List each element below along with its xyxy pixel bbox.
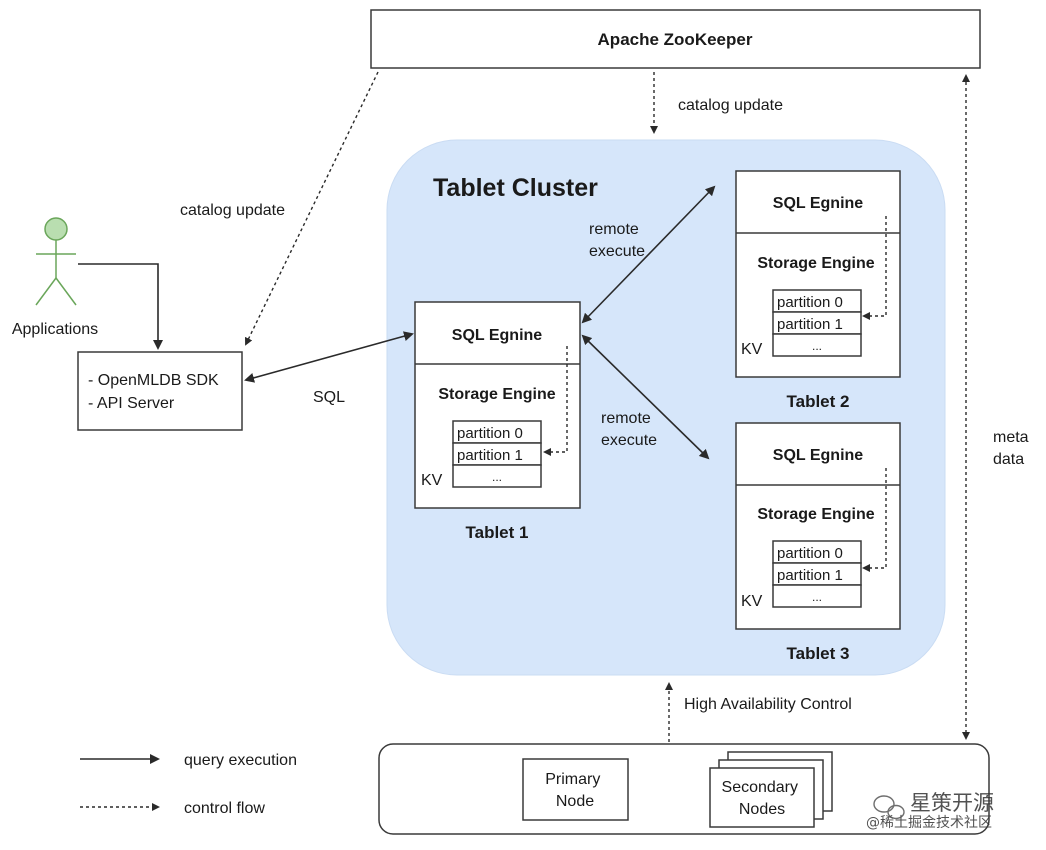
secondary-nodes-line-1: Secondary: [722, 779, 799, 796]
tablet-2-partition-0: partition 0: [777, 294, 843, 311]
tablet-1-partition-0: partition 0: [457, 425, 523, 442]
tablet-1-partition-1: partition 1: [457, 447, 523, 464]
sql-bidirectional-arrow: [244, 331, 414, 383]
applications-actor-icon: [35, 217, 77, 306]
meta-data-label: meta data: [993, 429, 1033, 468]
wechat-icon: [873, 795, 905, 820]
catalog-update-left-label: catalog update: [180, 202, 285, 219]
remote-execute-lower-line-2: execute: [601, 432, 657, 449]
tablet-3-sql-engine: SQL Egnine: [773, 447, 863, 464]
tablet-2-storage-engine: Storage Engine: [757, 255, 874, 272]
remote-execute-tablet3-arrow: [581, 334, 710, 460]
primary-node-label: Primary Node: [545, 771, 605, 810]
zookeeper-label: Apache ZooKeeper: [598, 30, 753, 49]
remote-execute-lower-label: remote execute: [601, 410, 657, 449]
sql-label: SQL: [313, 389, 345, 406]
applications-label: Applications: [12, 321, 98, 338]
catalog-update-top-label: catalog update: [678, 97, 783, 114]
tablet-3-partition-more: ...: [812, 590, 822, 604]
cluster-title: Tablet Cluster: [433, 174, 598, 202]
tablet-3-storage-engine: Storage Engine: [757, 506, 874, 523]
legend-query-label: query execution: [184, 752, 297, 769]
watermark-line-2: @稀土掘金技术社区: [866, 815, 992, 831]
watermark: 星策开源 @稀土掘金技术社区: [866, 791, 994, 831]
legend-control-label: control flow: [184, 800, 265, 817]
primary-node-line-1: Primary: [545, 771, 600, 788]
tablet-3-partition-0: partition 0: [777, 545, 843, 562]
tablet-2-partition-1: partition 1: [777, 316, 843, 333]
sdk-line-1: - OpenMLDB SDK: [88, 372, 219, 389]
sdk-line-2: - API Server: [88, 395, 175, 412]
tablet-2-sql-engine: SQL Egnine: [773, 195, 863, 212]
tablet-3-internal-arrow: [862, 468, 887, 572]
tablet-1-sql-engine: SQL Egnine: [452, 327, 542, 344]
tablet-1-partition-more: ...: [492, 470, 502, 484]
sdk-box: - OpenMLDB SDK - API Server: [77, 351, 243, 431]
meta-data-line-2: data: [993, 451, 1024, 468]
tablet-2-partition-more: ...: [812, 339, 822, 353]
tablet-1-storage-engine: Storage Engine: [438, 386, 555, 403]
tablet-3: SQL Egnine Storage Engine partition 0 pa…: [735, 422, 901, 663]
primary-node-line-2: Node: [556, 793, 594, 810]
ha-control-label: High Availability Control: [684, 696, 852, 713]
legend: query execution control flow: [80, 752, 297, 817]
remote-execute-tablet2-arrow: [581, 185, 716, 324]
tablet-1: SQL Egnine Storage Engine partition 0 pa…: [414, 301, 581, 542]
watermark-line-1: 星策开源: [910, 791, 994, 815]
tablet-2: SQL Egnine Storage Engine partition 0 pa…: [735, 170, 901, 411]
remote-execute-upper-line-1: remote: [589, 221, 639, 238]
remote-execute-lower-line-1: remote: [601, 410, 651, 427]
actor-to-sdk-arrow: [78, 263, 163, 350]
tablet-2-internal-arrow: [862, 216, 887, 320]
tablet-2-name: Tablet 2: [787, 392, 850, 411]
remote-execute-upper-label: remote execute: [589, 221, 645, 260]
tablet-1-internal-arrow: [543, 346, 568, 456]
tablet-3-kv-label: KV: [741, 593, 763, 610]
tablet-2-kv-label: KV: [741, 341, 763, 358]
secondary-nodes-line-2: Nodes: [739, 801, 785, 818]
meta-data-line-1: meta: [993, 429, 1029, 446]
tablet-3-partition-1: partition 1: [777, 567, 843, 584]
secondary-nodes-label: Secondary Nodes: [722, 779, 803, 818]
remote-execute-upper-line-2: execute: [589, 243, 645, 260]
catalog-update-to-sdk-arrow: [245, 71, 379, 346]
tablet-1-name: Tablet 1: [466, 523, 529, 542]
zookeeper-box: Apache ZooKeeper: [370, 9, 981, 69]
tablet-1-kv-label: KV: [421, 472, 443, 489]
tablet-3-name: Tablet 3: [787, 644, 850, 663]
nameserver-box: Primary Node Secondary Nodes: [378, 743, 990, 835]
